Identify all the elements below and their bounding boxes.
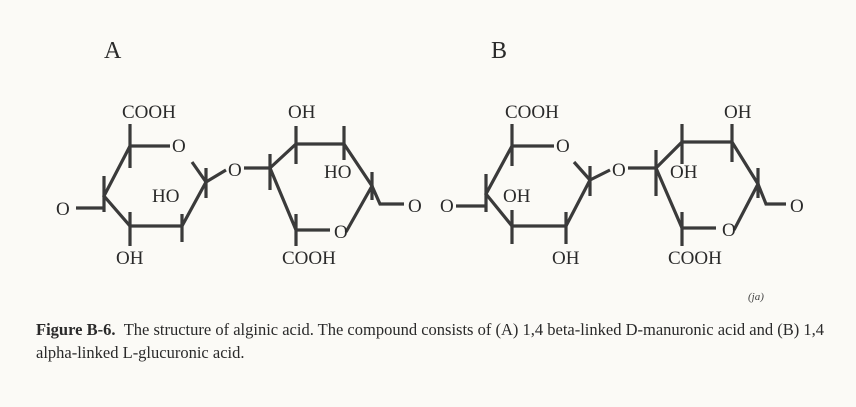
structure-a: COOH O HO O OH O OH HO O COOH O — [56, 102, 422, 269]
caption-text-3: -glucuronic acid. — [132, 343, 245, 362]
ring-a2 — [244, 126, 404, 246]
panel-label-b: B — [491, 38, 507, 64]
atom-ring-o-b1: O — [556, 136, 570, 157]
atom-cooh-a1: COOH — [122, 102, 176, 123]
artist-signature: (ja) — [748, 291, 764, 303]
panel-label-a: A — [104, 38, 122, 64]
atom-oh-b2-inner: OH — [670, 162, 698, 183]
atom-cooh-a2: COOH — [282, 248, 336, 269]
atom-ring-o-a2: O — [334, 222, 348, 243]
atom-o-right-b: O — [790, 196, 804, 217]
atom-oh-b2: OH — [724, 102, 752, 123]
atom-oh-b1: OH — [503, 186, 531, 207]
ring-b1 — [484, 124, 611, 244]
figure-caption: Figure B-6. The structure of alginic aci… — [36, 318, 836, 364]
atom-o-left-a: O — [56, 199, 70, 220]
atom-ho-a1: HO — [152, 186, 179, 207]
caption-text-2: -manuronic acid and (B) 1,4 alpha-linked — [36, 320, 824, 362]
atom-o-left-b: O — [440, 196, 454, 217]
atom-cooh-b1: COOH — [505, 102, 559, 123]
caption-d-prefix: D — [625, 320, 638, 339]
caption-text-1: The structure of alginic acid. The compo… — [123, 320, 626, 339]
atom-oh-a2: OH — [288, 102, 316, 123]
atom-o-right-a: O — [408, 196, 422, 217]
atom-oh-b1-bottom: OH — [552, 248, 580, 269]
atom-o-bridge-b: O — [612, 160, 626, 181]
atom-ring-o-b2: O — [722, 220, 736, 241]
ring-b2 — [628, 124, 786, 246]
atom-o-bridge-a: O — [228, 160, 242, 181]
atom-cooh-b2: COOH — [668, 248, 722, 269]
atom-ring-o-a1: O — [172, 136, 186, 157]
caption-label: Figure B-6. — [36, 320, 116, 339]
ring-a1 — [76, 124, 227, 246]
atom-oh-a1: OH — [116, 248, 144, 269]
caption-l-prefix: L — [122, 343, 133, 362]
structure-b: O COOH O OH OH O — [440, 102, 804, 269]
atom-ho-a2: HO — [324, 162, 351, 183]
